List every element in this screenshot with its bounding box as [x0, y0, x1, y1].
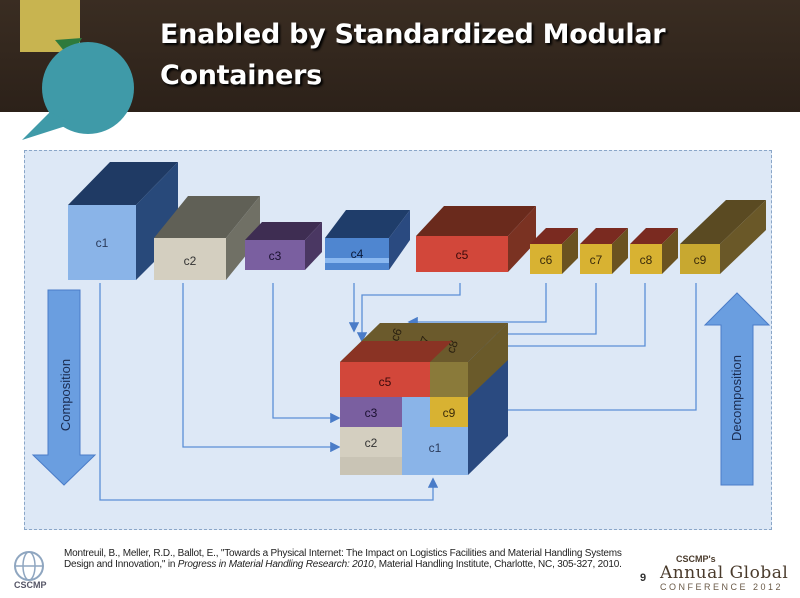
conference-brand: CSCMP's Annual Global CONFERENCE 2012 — [660, 554, 800, 592]
composite-container: c6 c7 c8 c5 c9 c3 c2 c1 — [340, 323, 508, 475]
title-line-2: Containers — [160, 60, 322, 91]
container-c3: c3 — [245, 222, 322, 270]
composition-label: Composition — [58, 359, 73, 431]
title-line-1: Enabled by Standardized Modular — [160, 19, 666, 50]
container-c2: c2 — [154, 196, 260, 280]
svg-text:c3: c3 — [365, 406, 378, 420]
svg-text:c1: c1 — [429, 441, 442, 455]
svg-text:c5: c5 — [456, 248, 469, 262]
connector-arrows — [99, 283, 697, 501]
page-title: Enabled by Standardized Modular Containe… — [160, 14, 780, 96]
decomposition-label: Decomposition — [729, 355, 744, 441]
brand-event: CONFERENCE 2012 — [660, 582, 784, 592]
svg-text:c9: c9 — [694, 253, 707, 267]
brand-name: Annual Global — [660, 563, 789, 583]
citation: Montreuil, B., Meller, R.D., Ballot, E.,… — [64, 548, 622, 570]
svg-text:c6: c6 — [387, 326, 405, 343]
svg-text:c2: c2 — [184, 254, 197, 268]
svg-text:c8: c8 — [640, 253, 653, 267]
speech-bubble-logo-icon — [20, 0, 134, 140]
container-c7: c7 — [580, 228, 628, 274]
brand-org: CSCMP's — [676, 554, 716, 564]
svg-text:c6: c6 — [540, 253, 553, 267]
svg-text:c5: c5 — [379, 375, 392, 389]
container-c5: c5 — [416, 206, 536, 272]
container-c1: c1 — [68, 162, 178, 280]
container-c6: c6 — [530, 228, 578, 274]
cscmp-logo-text: CSCMP — [14, 580, 47, 590]
container-c9: c9 — [680, 200, 766, 274]
composition-arrow: Composition — [31, 289, 97, 486]
svg-text:c7: c7 — [590, 253, 603, 267]
decomposition-arrow: Decomposition — [703, 292, 771, 486]
svg-text:c9: c9 — [443, 406, 456, 420]
svg-text:c1: c1 — [96, 236, 109, 250]
svg-text:c4: c4 — [351, 247, 364, 261]
container-c4: c4 — [325, 210, 410, 270]
svg-text:c3: c3 — [269, 249, 282, 263]
cscmp-globe-icon — [14, 551, 44, 581]
svg-text:c2: c2 — [365, 436, 378, 450]
container-c8: c8 — [630, 228, 678, 274]
page-number: 9 — [640, 572, 647, 584]
